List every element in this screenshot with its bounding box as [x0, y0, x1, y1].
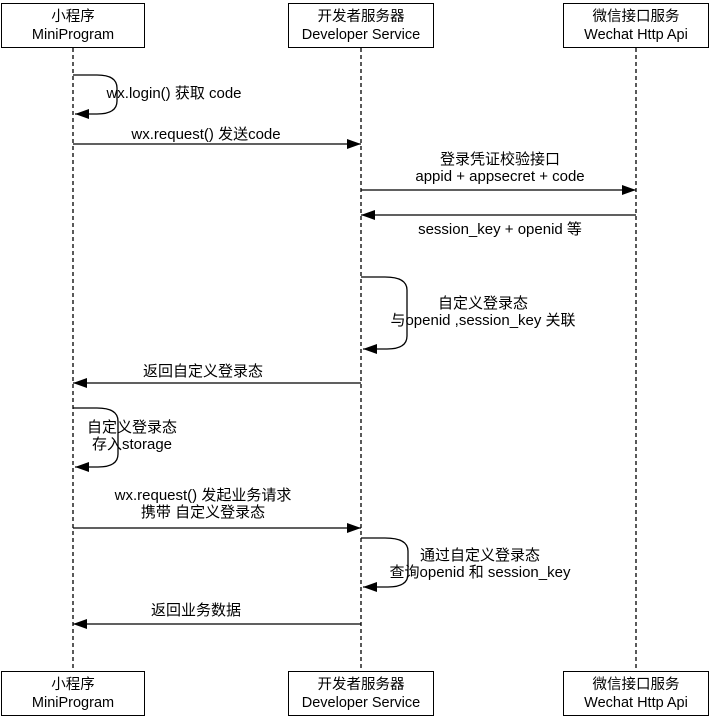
msg-label-create-login-state: 自定义登录态 与openid ,session_key 关联: [390, 295, 575, 329]
actor-name-en: Developer Service: [301, 26, 421, 43]
actor-name-en: Developer Service: [301, 694, 421, 711]
msg-label-login-credential-check: 登录凭证校验接口 appid + appsecret + code: [415, 151, 584, 185]
message-line: session_key + openid 等: [418, 221, 582, 238]
selfloop-create-login-state: [361, 276, 408, 354]
msg-label-store-storage: 自定义登录态 存入storage: [87, 419, 177, 453]
msg-label-business-request: wx.request() 发起业务请求 携带 自定义登录态: [115, 487, 292, 521]
actor-top-wechat-api: 微信接口服务 Wechat Http Api: [563, 3, 709, 48]
msg-label-query-session: 通过自定义登录态 查询openid 和 session_key: [390, 547, 571, 581]
msg-label-return-business-data: 返回业务数据: [151, 602, 241, 619]
actor-bottom-developer-service: 开发者服务器 Developer Service: [288, 671, 434, 716]
message-line: wx.request() 发起业务请求: [114, 487, 292, 504]
msg-label-session-key-return: session_key + openid 等: [418, 221, 582, 238]
actor-name-zh: 开发者服务器: [317, 676, 405, 693]
actor-name-zh: 微信接口服务: [592, 8, 680, 25]
message-line: wx.login() 获取 code: [106, 85, 242, 102]
actor-name-zh: 小程序: [51, 676, 95, 693]
message-line: 自定义登录态: [437, 295, 528, 312]
actor-bottom-wechat-api: 微信接口服务 Wechat Http Api: [563, 671, 709, 716]
message-line: 返回业务数据: [150, 602, 242, 619]
message-line: 返回自定义登录态: [142, 363, 264, 380]
selfloop-store-storage: [73, 407, 119, 472]
actor-top-developer-service: 开发者服务器 Developer Service: [288, 3, 434, 48]
actor-name-en: MiniProgram: [31, 694, 115, 711]
message-line: 存入storage: [91, 436, 173, 453]
actor-name-en: Wechat Http Api: [584, 694, 688, 711]
actor-name-zh: 小程序: [51, 8, 95, 25]
message-line: 携带 自定义登录态: [140, 504, 266, 521]
msg-label-return-login-state: 返回自定义登录态: [143, 363, 263, 380]
message-line: 与openid ,session_key 关联: [390, 312, 576, 329]
actor-top-miniprogram: 小程序 MiniProgram: [1, 3, 145, 48]
actor-bottom-miniprogram: 小程序 MiniProgram: [1, 671, 145, 716]
selfloop-query-session: [361, 537, 409, 592]
selfloop-wx-login: [73, 74, 118, 119]
actor-name-en: Wechat Http Api: [584, 26, 688, 43]
msg-label-wx-login: wx.login() 获取 code: [106, 85, 241, 102]
message-line: 通过自定义登录态: [419, 547, 540, 564]
actor-name-zh: 开发者服务器: [317, 8, 405, 25]
message-line: 登录凭证校验接口: [439, 151, 561, 168]
message-line: wx.request() 发送code: [131, 126, 281, 143]
message-line: 自定义登录态: [86, 419, 178, 436]
message-line: 查询openid 和 session_key: [389, 564, 571, 581]
actor-name-zh: 微信接口服务: [592, 676, 680, 693]
msg-label-send-code: wx.request() 发送code: [131, 126, 280, 143]
message-line: appid + appsecret + code: [415, 168, 585, 185]
actor-name-en: MiniProgram: [31, 26, 115, 43]
